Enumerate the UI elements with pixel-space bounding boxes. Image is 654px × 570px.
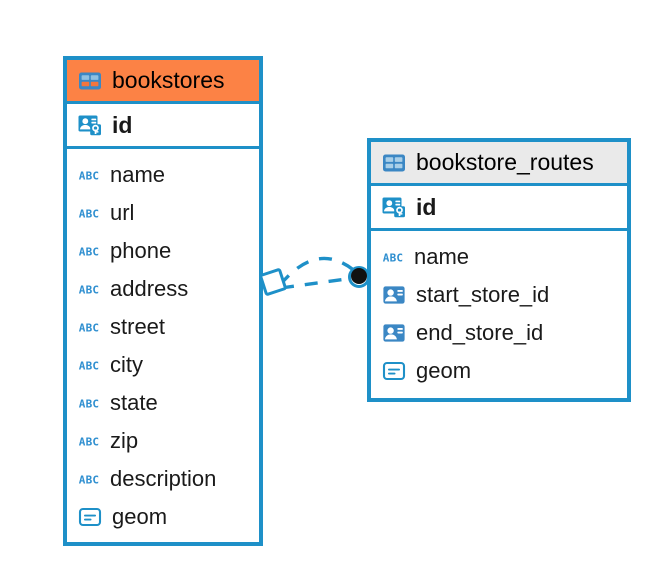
field-row-geom[interactable]: geom [67,498,259,536]
foreign-key-icon [381,282,407,308]
field-label: city [110,352,143,377]
field-row-zip[interactable]: ABC zip [67,422,259,460]
field-row-start-store-id[interactable]: start_store_id [371,276,627,314]
field-row-state[interactable]: ABC state [67,384,259,422]
text-abc-icon: ABC [77,467,101,491]
entity-bookstore-routes[interactable]: bookstore_routes id [367,138,631,402]
svg-text:ABC: ABC [79,436,99,449]
field-label: name [110,162,166,187]
svg-text:ABC: ABC [79,322,99,335]
svg-text:ABC: ABC [79,208,99,221]
entity-header-bookstore-routes[interactable]: bookstore_routes [371,142,627,186]
svg-text:ABC: ABC [79,246,99,259]
relationship-line-end-store-id [280,276,355,290]
field-row-id[interactable]: id [67,104,259,149]
filled-circle-marker [348,266,370,288]
svg-text:ABC: ABC [383,252,403,265]
relationship-line-start-store-id [278,256,358,287]
field-label: zip [110,428,139,453]
primary-key-icon [381,194,407,220]
field-label: address [110,276,189,301]
field-row-geom[interactable]: geom [371,352,627,390]
field-label: end_store_id [416,320,544,345]
field-label: id [112,111,133,138]
text-abc-icon: ABC [77,163,101,187]
field-row-name[interactable]: ABC name [67,156,259,194]
geometry-icon [77,504,103,530]
field-label: geom [112,504,168,529]
field-row-name[interactable]: ABC name [371,238,627,276]
text-abc-icon: ABC [77,391,101,415]
field-label: id [416,193,437,220]
field-label: state [110,390,158,415]
field-row-street[interactable]: ABC street [67,308,259,346]
entity-title: bookstores [112,67,225,93]
field-row-address[interactable]: ABC address [67,270,259,308]
text-abc-icon: ABC [77,201,101,225]
field-list: ABC name start_store_id [371,231,627,397]
field-label: geom [416,358,472,383]
field-label: start_store_id [416,282,550,307]
field-list: ABC name ABC url ABC p [67,149,259,543]
primary-key-icon [77,112,103,138]
field-label: description [110,466,217,491]
field-row-description[interactable]: ABC description [67,460,259,498]
svg-text:ABC: ABC [79,474,99,487]
svg-text:ABC: ABC [79,398,99,411]
svg-text:ABC: ABC [79,360,99,373]
entity-header-bookstores[interactable]: bookstores [67,60,259,104]
field-row-phone[interactable]: ABC phone [67,232,259,270]
text-abc-icon: ABC [381,245,405,269]
text-abc-icon: ABC [77,315,101,339]
field-row-id[interactable]: id [371,186,627,231]
entity-bookstores[interactable]: bookstores id [63,56,263,546]
svg-text:ABC: ABC [79,284,99,297]
field-label: url [110,200,135,225]
table-icon [77,68,103,94]
field-row-city[interactable]: ABC city [67,346,259,384]
text-abc-icon: ABC [77,277,101,301]
field-row-url[interactable]: ABC url [67,194,259,232]
geometry-icon [381,358,407,384]
entity-title: bookstore_routes [416,149,594,175]
foreign-key-icon [381,320,407,346]
field-row-end-store-id[interactable]: end_store_id [371,314,627,352]
svg-text:ABC: ABC [79,170,99,183]
field-label: street [110,314,166,339]
text-abc-icon: ABC [77,429,101,453]
field-label: name [414,244,470,269]
text-abc-icon: ABC [77,353,101,377]
table-icon [381,150,407,176]
rotated-square-marker [259,268,287,296]
field-label: phone [110,238,172,263]
text-abc-icon: ABC [77,239,101,263]
